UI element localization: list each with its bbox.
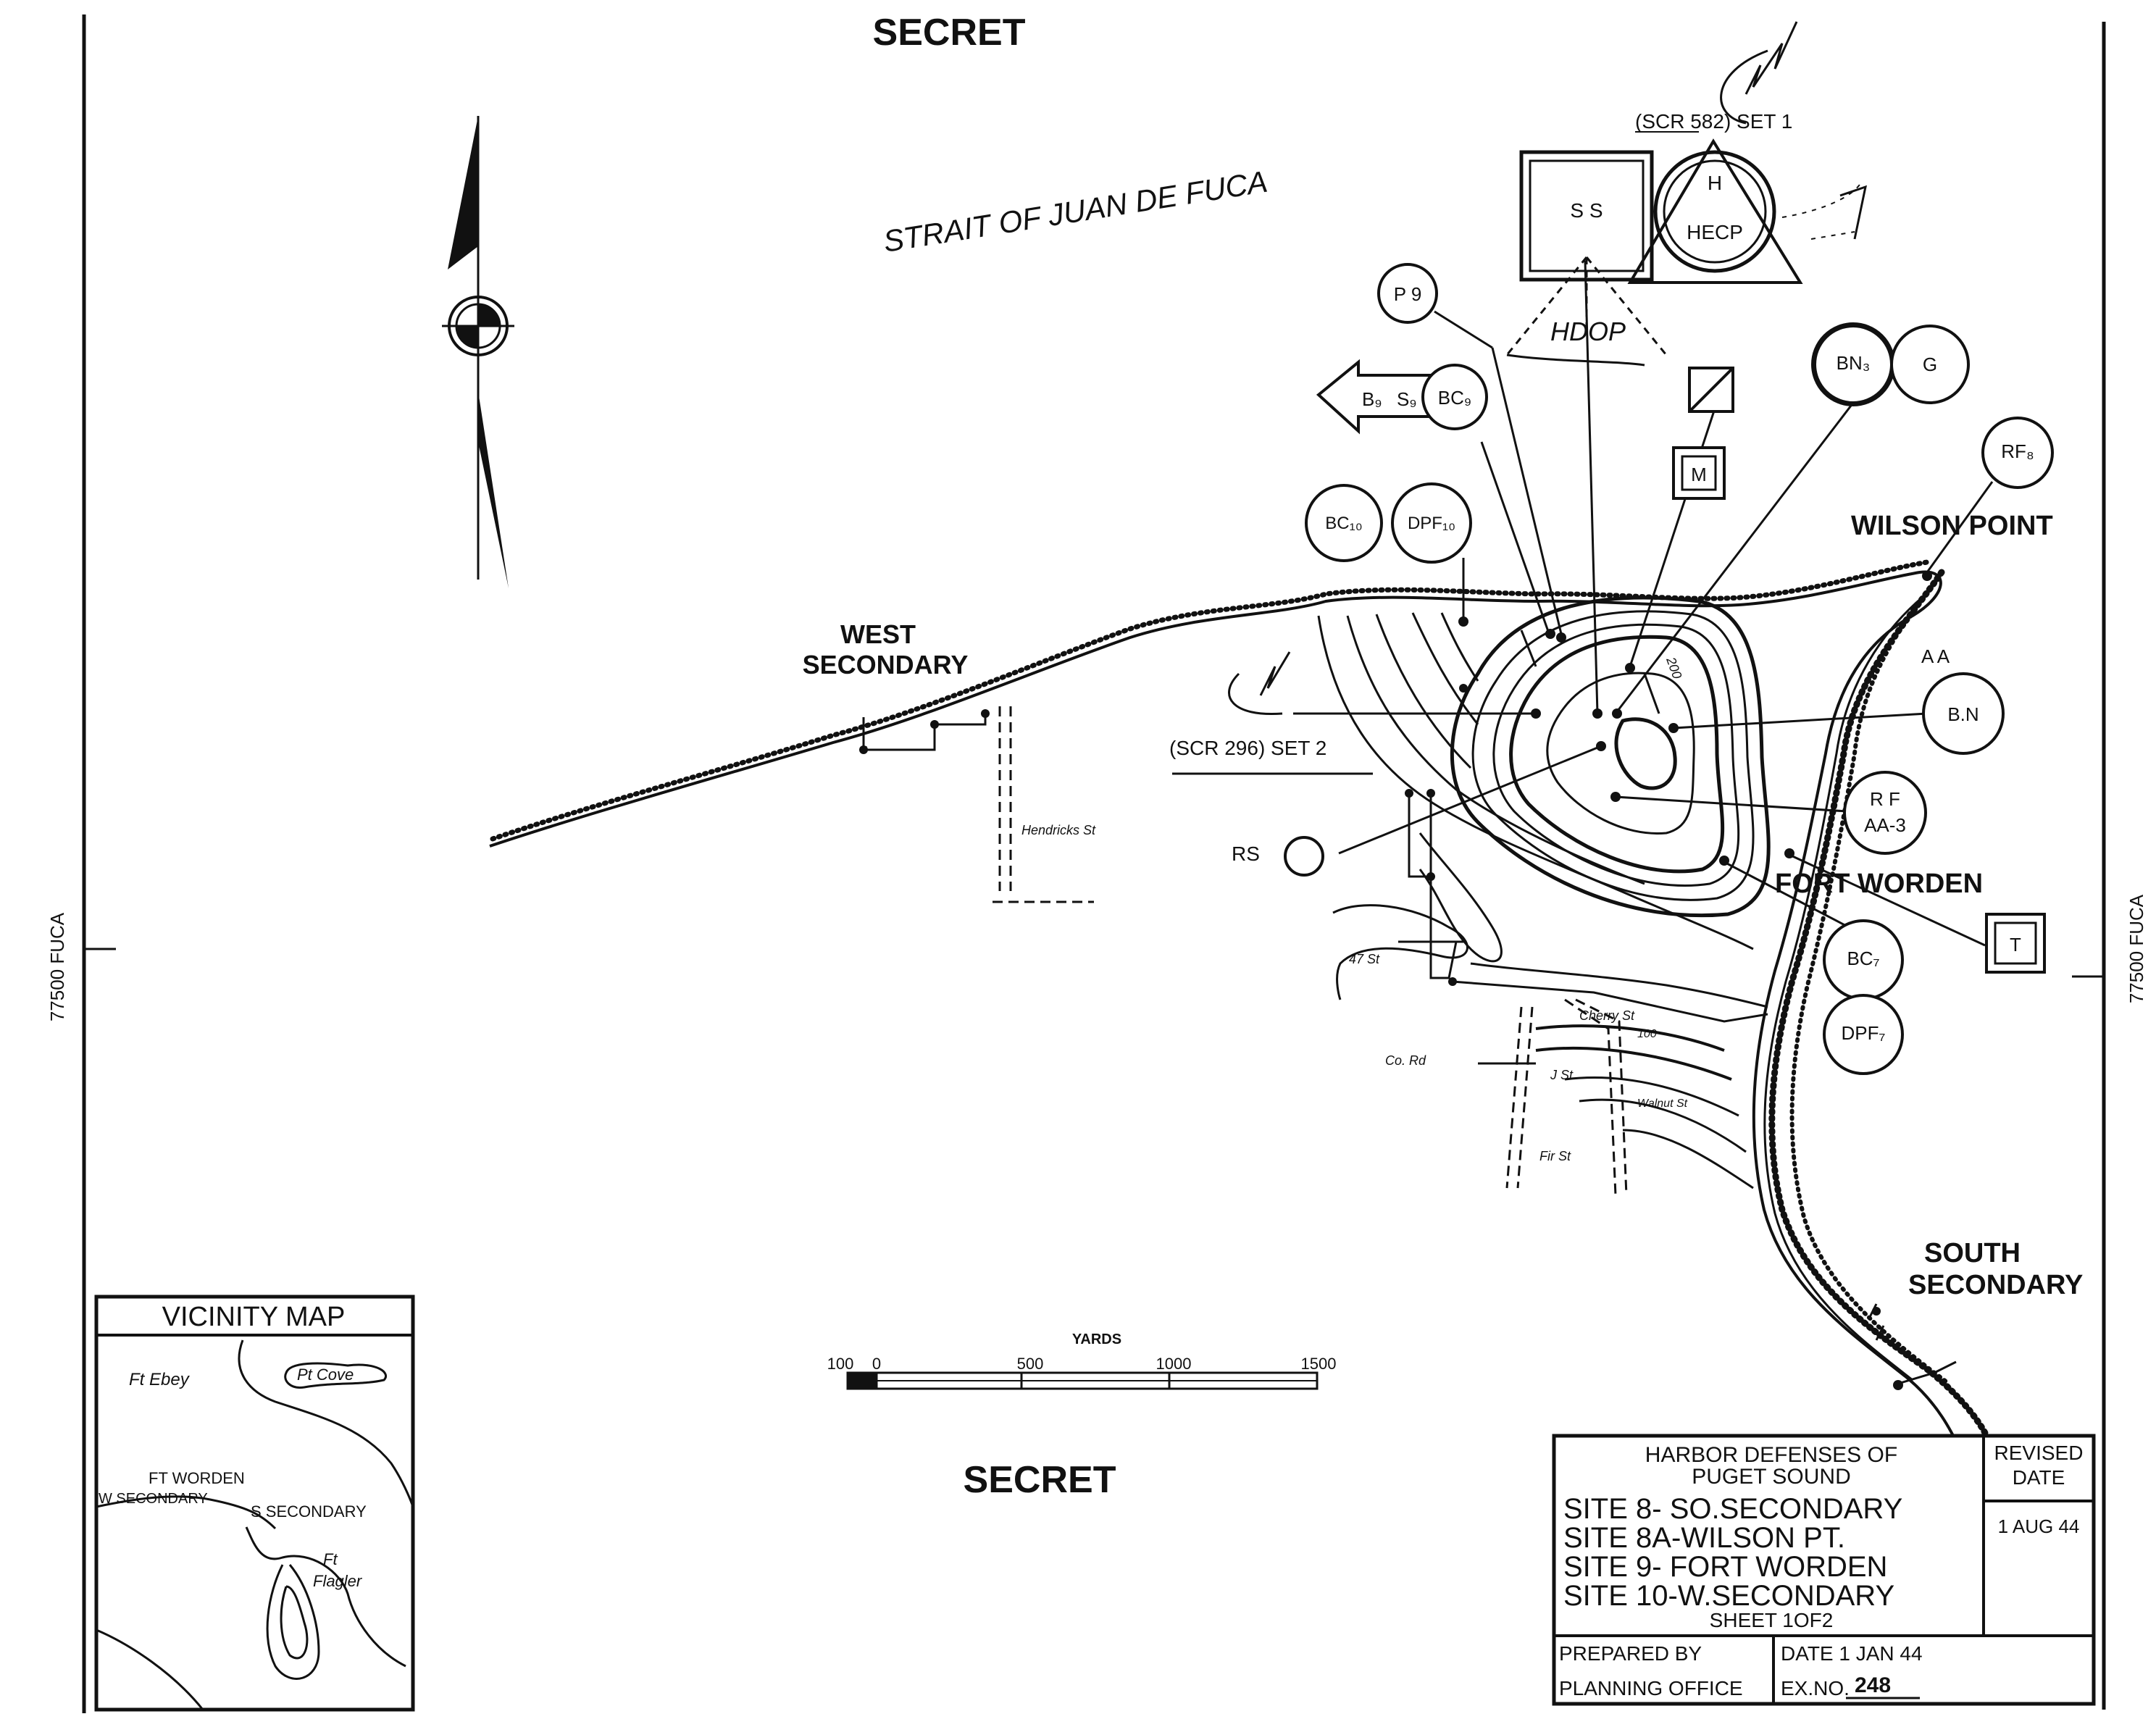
street-hendricks-label: Hendricks St [1021, 823, 1096, 837]
bc7-label: BC₇ [1847, 948, 1879, 969]
radio-set-1-label: (SCR 582) SET 1 [1635, 110, 1792, 133]
classification-bottom: SECRET [964, 1459, 1116, 1501]
rs-label: RS [1232, 842, 1260, 865]
place-west-label: WEST [840, 619, 916, 649]
street-network [859, 706, 1957, 1390]
grid-label-left: 77500 FUCA [46, 912, 68, 1021]
vicinity-map-title: VICINITY MAP [162, 1302, 346, 1332]
street-walnut-label: Walnut St [1637, 1097, 1688, 1110]
vicinity-ft-flagler-2: Flagler [313, 1572, 363, 1590]
place-west-secondary-label: SECONDARY [803, 650, 969, 679]
street-47-label: 47 St [1349, 952, 1380, 966]
hecp-h-label: H [1708, 172, 1722, 194]
vicinity-s-secondary: S SECONDARY [251, 1502, 367, 1521]
vicinity-map: VICINITY MAP Ft Ebey Pt Cove FT WORDEN W… [94, 1295, 415, 1712]
scale-label-1000: 1000 [1156, 1355, 1192, 1373]
vicinity-ft-worden: FT WORDEN [149, 1469, 245, 1487]
street-j-label: J St [1550, 1068, 1574, 1082]
rf8-label: RF₈ [2001, 440, 2034, 462]
scale-bar: YARDS 100 0 500 1000 1500 [827, 1331, 1337, 1390]
title-date: DATE 1 JAN 44 [1781, 1642, 1923, 1665]
scale-label-1500: 1500 [1301, 1355, 1337, 1373]
radio-set-2-label: (SCR 296) SET 2 [1169, 737, 1326, 759]
shore-road [1763, 589, 1931, 1381]
b9-label: B₉ [1362, 388, 1382, 410]
t-label: T [2010, 934, 2021, 956]
vicinity-pt-cove: Pt Cove [297, 1366, 354, 1384]
hecp-label: HECP [1687, 221, 1743, 243]
vicinity-ft-flagler-1: Ft [323, 1550, 338, 1568]
contour-100-label: 100 [1637, 1028, 1657, 1040]
dpf7-label: DPF₇ [1842, 1022, 1886, 1044]
title-org-line2: PUGET SOUND [1692, 1465, 1850, 1489]
scale-unit-label: YARDS [1072, 1331, 1121, 1347]
grid-label-right: 77500 FUCA [2126, 894, 2147, 1003]
bc9-label: BC₉ [1438, 387, 1471, 409]
radio-antenna-2-icon [1228, 651, 1291, 716]
bn-station-circle [1922, 672, 2005, 755]
coastline [489, 570, 1965, 1457]
street-co-rd-label: Co. Rd [1385, 1053, 1426, 1068]
hecp-circle [1653, 150, 1776, 273]
bn3-label: BN₃ [1837, 352, 1871, 374]
radio-antenna-icon [1720, 21, 1798, 125]
bc10-label: BC₁₀ [1325, 514, 1362, 533]
bn-label: B.N [1947, 703, 1979, 725]
title-site-10: SITE 10-W.SECONDARY [1563, 1580, 1894, 1612]
place-fort-worden-label: FORT WORDEN [1775, 869, 1983, 899]
title-site-8a: SITE 8A-WILSON PT. [1563, 1522, 1845, 1554]
title-prepared-by-label: PREPARED BY [1559, 1642, 1702, 1665]
station-points [1458, 571, 1932, 866]
title-ex-no: 248 [1855, 1673, 1891, 1697]
title-block: HARBOR DEFENSES OF PUGET SOUND SITE 8- S… [1552, 1434, 2096, 1706]
ss-station-label: S S [1570, 199, 1603, 222]
rf-aa3-label-2: AA-3 [1864, 814, 1906, 836]
title-revised-label-2: DATE [2013, 1466, 2065, 1489]
place-south-secondary-label: SECONDARY [1908, 1270, 2083, 1300]
dpf10-label: DPF₁₀ [1408, 514, 1455, 533]
station-leader-lines [1293, 260, 1994, 947]
aa-label: A A [1921, 645, 1950, 667]
hecp-triangle [1627, 138, 1803, 284]
rf8-station-circle [1981, 417, 2054, 489]
strait-label: STRAIT OF JUAN DE FUCA [881, 164, 1270, 259]
bc10-station-circle [1305, 484, 1383, 562]
bc9-station-circle [1421, 364, 1488, 430]
title-site-9: SITE 9- FORT WORDEN [1563, 1551, 1887, 1583]
shoreline-stipple [490, 559, 1930, 842]
north-arrow-icon [442, 116, 514, 588]
title-org-line1: HARBOR DEFENSES OF [1645, 1443, 1897, 1467]
title-revised-label-1: REVISED [1994, 1442, 2084, 1464]
street-fir-label: Fir St [1539, 1149, 1571, 1163]
title-sheet: SHEET 1OF2 [1710, 1609, 1834, 1631]
p9-station-label: P 9 [1394, 283, 1422, 305]
rf-aa3-station-circle [1843, 771, 1927, 855]
title-prepared-by: PLANNING OFFICE [1559, 1677, 1743, 1699]
g-label: G [1923, 354, 1937, 375]
east-shore-stipple-inner [1789, 592, 1951, 1386]
rs-station-circle [1284, 836, 1324, 877]
m-station-label: M [1691, 464, 1707, 485]
vicinity-w-secondary: W SECONDARY [99, 1491, 208, 1507]
p9-station-circle [1377, 263, 1438, 324]
scale-label-500: 500 [1017, 1355, 1044, 1373]
title-ex-no-label: EX.NO. [1781, 1677, 1850, 1699]
scale-label-0: 0 [872, 1355, 881, 1373]
contour-lines [1317, 595, 1771, 1008]
s9-label: S₉ [1397, 388, 1417, 410]
dpf10-station-circle [1391, 482, 1472, 564]
rf-aa3-label-1: R F [1870, 788, 1900, 810]
vicinity-ft-ebey: Ft Ebey [129, 1370, 191, 1389]
street-cherry-label: Cherry St [1579, 1008, 1635, 1023]
classification-top: SECRET [873, 12, 1026, 54]
place-south-label: SOUTH [1924, 1238, 2021, 1268]
dpf7-station-circle [1823, 994, 1904, 1075]
title-site-8: SITE 8- SO.SECONDARY [1563, 1493, 1902, 1525]
title-revised-date: 1 AUG 44 [1998, 1515, 2080, 1537]
scale-label-100: 100 [827, 1355, 854, 1373]
